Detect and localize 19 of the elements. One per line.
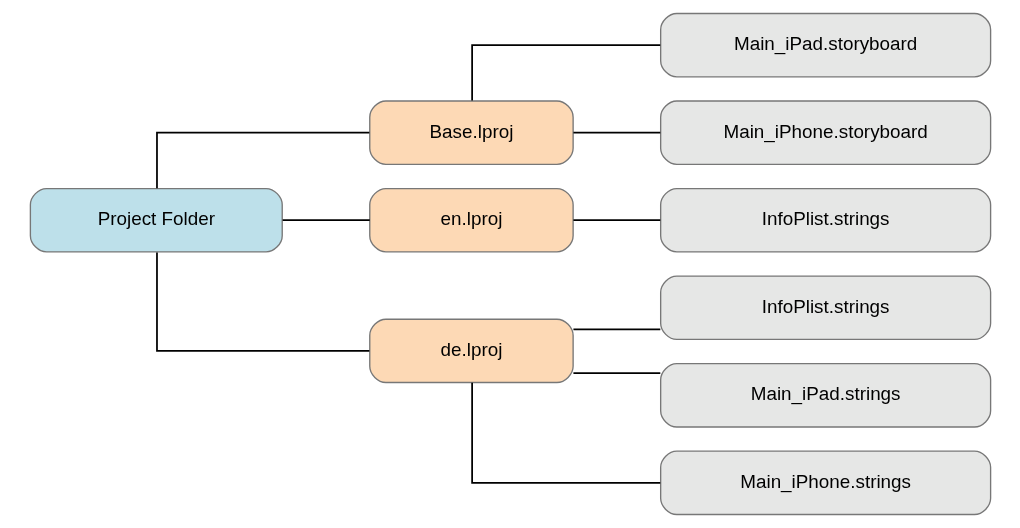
connector (572, 131, 661, 134)
node-box: Base.lproj (368, 100, 574, 165)
node-box: Main_iPad.strings (659, 363, 991, 428)
connector (155, 251, 370, 352)
connector (572, 328, 661, 331)
connector (470, 381, 661, 484)
node-box: InfoPlist.strings (659, 187, 991, 253)
node-box: de.lproj (368, 318, 574, 384)
connector (572, 219, 661, 222)
connector (470, 44, 661, 102)
connector (572, 372, 661, 374)
node-box: Main_iPad.storyboard (659, 12, 991, 78)
connector (155, 131, 370, 189)
node-box: InfoPlist.strings (659, 275, 991, 341)
node-box: Main_iPhone.strings (659, 450, 991, 516)
node-box: Project Folder (29, 187, 283, 253)
connector (281, 219, 371, 222)
node-box: en.lproj (368, 187, 574, 253)
node-box: Main_iPhone.storyboard (659, 100, 991, 165)
